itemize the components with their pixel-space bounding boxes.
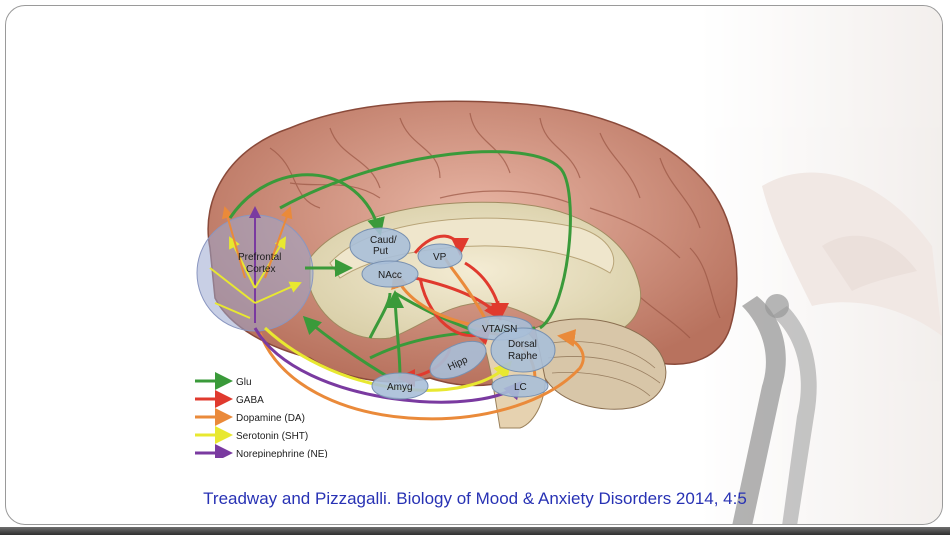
legend: Glu GABA Dopamine (DA) Serotonin (SHT) N… [195,372,328,458]
nacc-region [361,260,419,288]
gyri-texture [269,112,721,339]
vp-region [417,243,463,269]
nacc-label: NAcc [378,270,402,281]
dorsal-raphe-label-1: Dorsal [508,339,537,350]
prefrontal-label-2: Cortex [246,264,275,275]
lc-region [491,374,549,398]
brain-diagram: Prefrontal Cortex Caud/ Put NAcc VP VTA/… [195,100,738,458]
hipp-region [429,340,487,380]
vp-label: VP [433,252,447,263]
vta-sn-label: VTA/SN [482,324,517,335]
slide-frame [5,5,943,525]
legend-label-gaba: GABA [236,395,264,406]
background-photo [702,6,942,524]
citation-text: Treadway and Pizzagalli. Biology of Mood… [203,489,747,508]
pfc-branches [209,206,302,323]
legend-label-norepinephrine: Norepinephrine (NE) [236,449,328,458]
amyg-region [371,372,429,400]
amyg-label: Amyg [387,382,413,393]
prefrontal-label-1: Prefrontal [238,252,281,263]
dorsal-raphe-region [490,327,556,373]
dorsal-raphe-label-2: Raphe [508,351,538,362]
legend-label-glu: Glu [236,377,252,388]
legend-label-serotonin: Serotonin (SHT) [236,431,308,442]
lc-label: LC [514,382,527,393]
caud-put-label-2: Put [373,246,388,257]
region-ellipses [349,227,556,400]
bottom-bar [0,527,950,535]
caud-put-label-1: Caud/ [370,235,397,246]
legend-label-dopamine: Dopamine (DA) [236,413,305,424]
